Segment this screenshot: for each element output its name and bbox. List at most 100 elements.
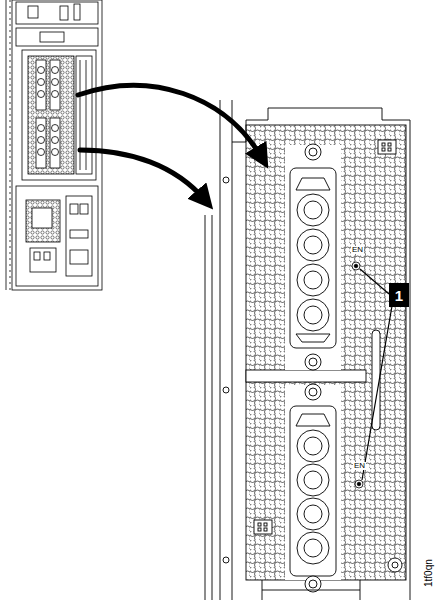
zoomed-panel-part	[285, 385, 341, 580]
led-label: EN	[351, 246, 364, 254]
zoomed-panel-part	[304, 201, 322, 219]
zoomed-panel-part	[378, 140, 396, 154]
zoom-arrows	[78, 85, 262, 200]
zoomed-panel-part	[223, 387, 229, 393]
rack-thumbnail-part	[6, 0, 7, 290]
zoomed-panel-part	[296, 414, 330, 426]
rack-thumbnail-part	[52, 67, 59, 74]
rack-thumbnail-part	[38, 125, 45, 132]
rack-thumbnail	[6, 0, 102, 290]
zoomed-panel-part	[296, 334, 330, 342]
zoomed-panel-part	[297, 264, 329, 296]
rack-thumbnail-part	[44, 252, 50, 260]
rack-thumbnail-part	[38, 149, 45, 156]
zoomed-panel-part	[205, 215, 206, 600]
rack-thumbnail-part	[40, 32, 64, 42]
zoomed-panel-part	[290, 406, 336, 576]
zoomed-panel-part	[264, 523, 267, 526]
zoomed-panel-part	[264, 528, 267, 531]
zoomed-panel-part	[304, 471, 322, 489]
zoomed-panel-part	[246, 125, 406, 580]
zoomed-panel-part	[258, 528, 261, 531]
zoomed-panel-part	[212, 215, 213, 600]
zoom-arrows-part	[78, 85, 262, 158]
rack-thumbnail-part	[70, 230, 88, 238]
zoomed-panel-part	[297, 532, 329, 564]
zoomed-panel-part	[297, 430, 329, 462]
leader-line	[360, 269, 392, 480]
zoomed-panel-part	[304, 271, 322, 289]
rack-thumbnail-part	[36, 118, 46, 168]
zoomed-panel-part	[296, 178, 330, 190]
led-indicator-part	[357, 482, 361, 486]
rack-thumbnail-part	[28, 6, 38, 18]
zoomed-panel	[205, 100, 410, 600]
zoomed-panel-part	[232, 142, 233, 600]
zoomed-panel-part	[246, 370, 366, 382]
zoomed-panel-part	[392, 562, 398, 568]
zoomed-panel-part	[305, 384, 321, 400]
zoomed-panel-part	[305, 144, 321, 160]
zoomed-panel-part	[309, 580, 317, 588]
rack-thumbnail-part	[28, 56, 74, 174]
rack-thumbnail-part	[52, 125, 59, 132]
zoomed-panel-part	[388, 148, 391, 151]
rack-thumbnail-part	[10, 0, 11, 290]
leader-line-part	[362, 306, 392, 480]
zoomed-panel-part	[304, 306, 322, 324]
zoomed-panel-part	[309, 388, 317, 396]
zoomed-panel-part	[223, 557, 229, 563]
rack-thumbnail-part	[16, 2, 98, 24]
zoomed-panel-part	[304, 236, 322, 254]
rack-thumbnail-part	[52, 79, 59, 86]
zoomed-panel-part	[388, 143, 391, 146]
rack-thumbnail-part	[50, 118, 60, 168]
rack-thumbnail-part	[60, 6, 68, 20]
zoomed-panel-part	[297, 229, 329, 261]
led-indicator-part	[352, 262, 360, 270]
zoomed-panel-part	[309, 148, 317, 156]
rack-thumbnail-part	[12, 0, 102, 290]
rack-thumbnail-part	[22, 50, 96, 180]
rack-thumbnail-part	[66, 196, 92, 276]
rack-thumbnail-part	[30, 248, 56, 272]
zoomed-panel-part	[297, 299, 329, 331]
rack-thumbnail-part	[86, 60, 87, 170]
rack-thumbnail-part	[80, 204, 88, 214]
zoomed-panel-part	[309, 358, 317, 366]
rack-thumbnail-part	[36, 60, 46, 110]
zoomed-panel-part	[290, 168, 336, 348]
zoomed-panel-part	[304, 505, 322, 523]
led-indicator-part	[354, 264, 358, 268]
rack-thumbnail-part	[52, 91, 59, 98]
rack-thumbnail-part	[16, 186, 98, 286]
zoomed-panel-part	[223, 177, 229, 183]
rack-thumbnail-part	[38, 67, 45, 74]
rack-thumbnail-part	[38, 137, 45, 144]
rack-thumbnail-part	[32, 208, 52, 228]
rack-thumbnail-part	[26, 200, 60, 242]
rack-thumbnail-part	[70, 250, 88, 264]
led-label: EN	[353, 462, 366, 470]
callout-box: 1	[389, 283, 409, 307]
zoomed-panel-part	[297, 498, 329, 530]
zoomed-panel-part	[297, 194, 329, 226]
zoomed-panel-part	[232, 100, 410, 600]
zoomed-panel-part	[297, 464, 329, 496]
rack-thumbnail-part	[16, 28, 98, 46]
zoomed-panel-part	[304, 437, 322, 455]
zoom-arrows-part	[80, 150, 205, 200]
callout-number: 1	[395, 288, 403, 303]
led-indicator-part	[355, 480, 363, 488]
rack-thumbnail-part	[50, 60, 60, 110]
zoomed-panel-part	[304, 539, 322, 557]
zoomed-panel-part	[246, 125, 406, 580]
rack-thumbnail-part	[76, 56, 92, 174]
figure-id: 1tf0qn	[424, 558, 434, 588]
zoomed-panel-part	[305, 354, 321, 370]
rack-thumbnail-part	[52, 149, 59, 156]
